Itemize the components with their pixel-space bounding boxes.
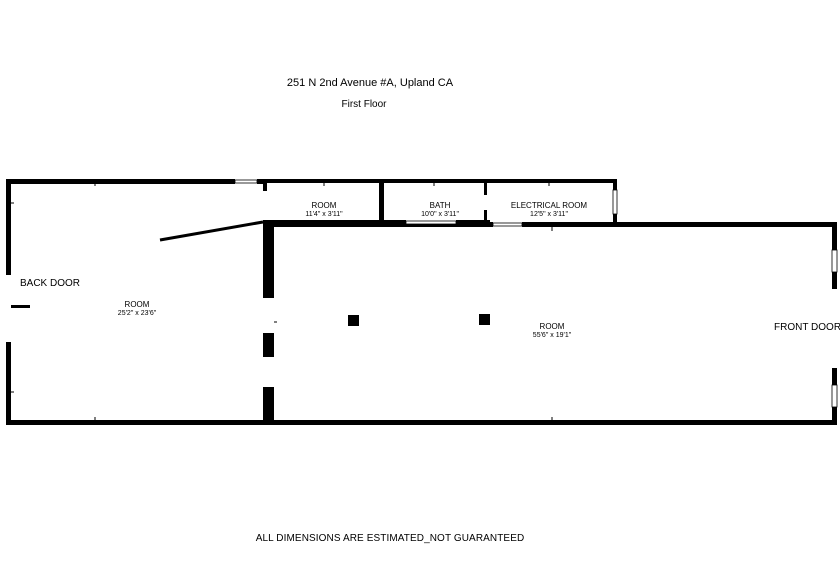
column-right [479, 314, 490, 325]
room-name: ROOM [539, 322, 565, 331]
wall-main-bottom [263, 420, 837, 425]
wall-partition-mid [263, 333, 274, 357]
room-name: ELECTRICAL ROOM [510, 201, 588, 210]
tick-marks [11, 183, 553, 420]
wall-partition-top [263, 179, 267, 191]
room-name: ROOM [124, 300, 150, 309]
wall-back-left-upper [6, 179, 11, 275]
room-dims: 10'0" x 3'11" [421, 211, 459, 218]
wall-back-bottom [6, 420, 274, 425]
window-front-lower [831, 384, 838, 408]
floor-label: First Floor [341, 99, 387, 110]
column-left [348, 315, 359, 326]
windows [234, 179, 838, 408]
disclaimer: ALL DIMENSIONS ARE ESTIMATED_NOT GUARANT… [255, 533, 525, 544]
front-door-label: FRONT DOOR [774, 322, 840, 333]
room-name: BATH [429, 201, 451, 210]
window-strip-bottom [405, 220, 457, 225]
wall-back-left-lower [6, 342, 11, 425]
wall-strip-top [263, 179, 617, 183]
window-back-top [234, 179, 258, 184]
room-label-back: ROOM 25'2" x 23'6" [118, 300, 156, 318]
room-dims: 11'4" x 3'11" [305, 211, 343, 218]
room-name: ROOM [311, 201, 337, 210]
wall-bath-elec-divider [484, 183, 487, 195]
room-dims: 55'6" x 19'1" [532, 332, 572, 339]
wall-main-top-a [263, 222, 493, 227]
room-label-main: ROOM 55'6" x 19'1" [533, 322, 571, 340]
wall-partition-lower [263, 387, 274, 425]
window-elec-right [612, 189, 618, 215]
room-label-electrical: ELECTRICAL ROOM 12'5" x 3'11" [511, 201, 587, 219]
room-dims: 12'5" x 3'11" [530, 211, 568, 218]
wall-room-bath-divider [379, 183, 384, 222]
wall-bath-elec-divider-low [484, 210, 487, 222]
back-door-stub [11, 305, 30, 308]
window-front-upper [831, 249, 838, 273]
wall-back-top-right [257, 179, 265, 184]
room-label-small: ROOM 11'4" x 3'11" [305, 201, 342, 219]
wall-main-top-b [522, 222, 836, 227]
room-dims: 25'2" x 23'6" [117, 310, 157, 317]
door-leaf-back-room [159, 220, 264, 242]
wall-partition-upper [263, 224, 274, 298]
wall-back-top [6, 179, 235, 184]
window-main-top [492, 222, 523, 227]
floorplan-address: 251 N 2nd Avenue #A, Upland CA [286, 77, 454, 89]
room-label-bath: BATH 10'0" x 3'11" [421, 201, 459, 219]
back-door-label: BACK DOOR [20, 278, 81, 289]
